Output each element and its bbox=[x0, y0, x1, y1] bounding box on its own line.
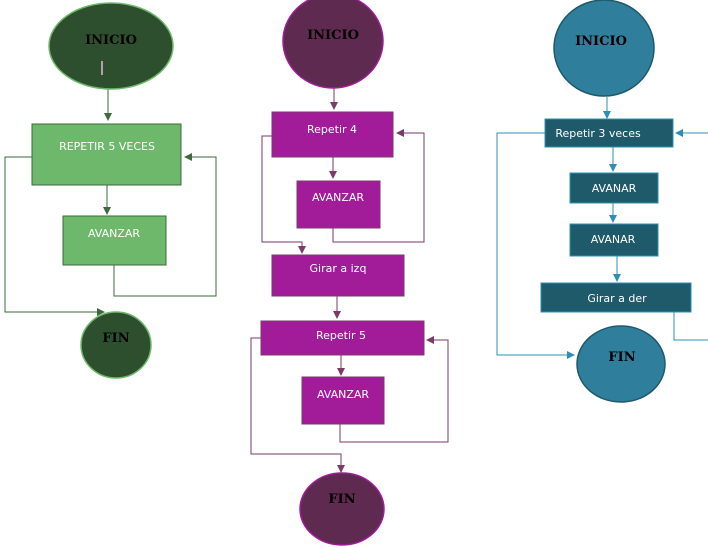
repeat-block bbox=[544, 118, 674, 148]
turn-right-block bbox=[540, 282, 692, 313]
start-node bbox=[553, 0, 655, 97]
action1-label: AVANZAR bbox=[312, 191, 364, 204]
start-label: INICIO bbox=[307, 28, 359, 43]
turn-left-block bbox=[271, 254, 405, 297]
repeat4-label: Repetir 4 bbox=[307, 123, 357, 136]
start-label: INICIO bbox=[85, 33, 137, 48]
repeat4-block bbox=[271, 111, 394, 158]
action2-block bbox=[301, 376, 385, 425]
flowchart-teal: INICIO Repetir 3 veces AVANAR AVANAR Gir… bbox=[496, 0, 708, 403]
flowchart-green: INICIO REPETIR 5 VECES AVANZAR FIN bbox=[4, 2, 217, 379]
repeat-block bbox=[31, 123, 182, 186]
end-label: FIN bbox=[328, 492, 355, 507]
flowchart-purple: INICIO Repetir 4 AVANZAR Girar a izq Rep… bbox=[250, 0, 449, 546]
end-node bbox=[576, 325, 666, 403]
end-label: FIN bbox=[102, 331, 129, 346]
repeat5-label: Repetir 5 bbox=[316, 329, 366, 342]
action1-block bbox=[296, 180, 381, 229]
action2-label: AVANZAR bbox=[317, 388, 369, 401]
end-node bbox=[299, 472, 385, 546]
action-label: AVANZAR bbox=[88, 227, 140, 240]
start-label: INICIO bbox=[575, 34, 627, 49]
loop-back-connector-lower bbox=[673, 312, 708, 341]
avanar1-label: AVANAR bbox=[592, 182, 637, 195]
loop-exit-connector bbox=[496, 132, 575, 359]
end-node bbox=[80, 311, 152, 379]
loop-back-connector-1 bbox=[332, 129, 425, 243]
avanar2-block bbox=[569, 223, 659, 257]
repeat5-block bbox=[260, 320, 425, 356]
start-node bbox=[48, 2, 174, 90]
turn-right-label: Girar a der bbox=[587, 292, 647, 305]
repeat-label: Repetir 3 veces bbox=[555, 127, 641, 140]
loop-back-connector bbox=[113, 153, 217, 297]
loop-exit-connector-1 bbox=[261, 135, 306, 254]
action-block bbox=[62, 215, 167, 266]
avanar1-block bbox=[569, 172, 659, 204]
turn-left-label: Girar a izq bbox=[310, 262, 367, 275]
loop-back-connector-2 bbox=[339, 336, 449, 443]
end-label: FIN bbox=[608, 350, 635, 365]
loop-exit-connector bbox=[4, 156, 105, 316]
start-node bbox=[282, 0, 384, 89]
loop-exit-connector-2 bbox=[250, 337, 345, 473]
avanar2-label: AVANAR bbox=[591, 233, 636, 246]
repeat-label: REPETIR 5 VECES bbox=[59, 140, 155, 153]
